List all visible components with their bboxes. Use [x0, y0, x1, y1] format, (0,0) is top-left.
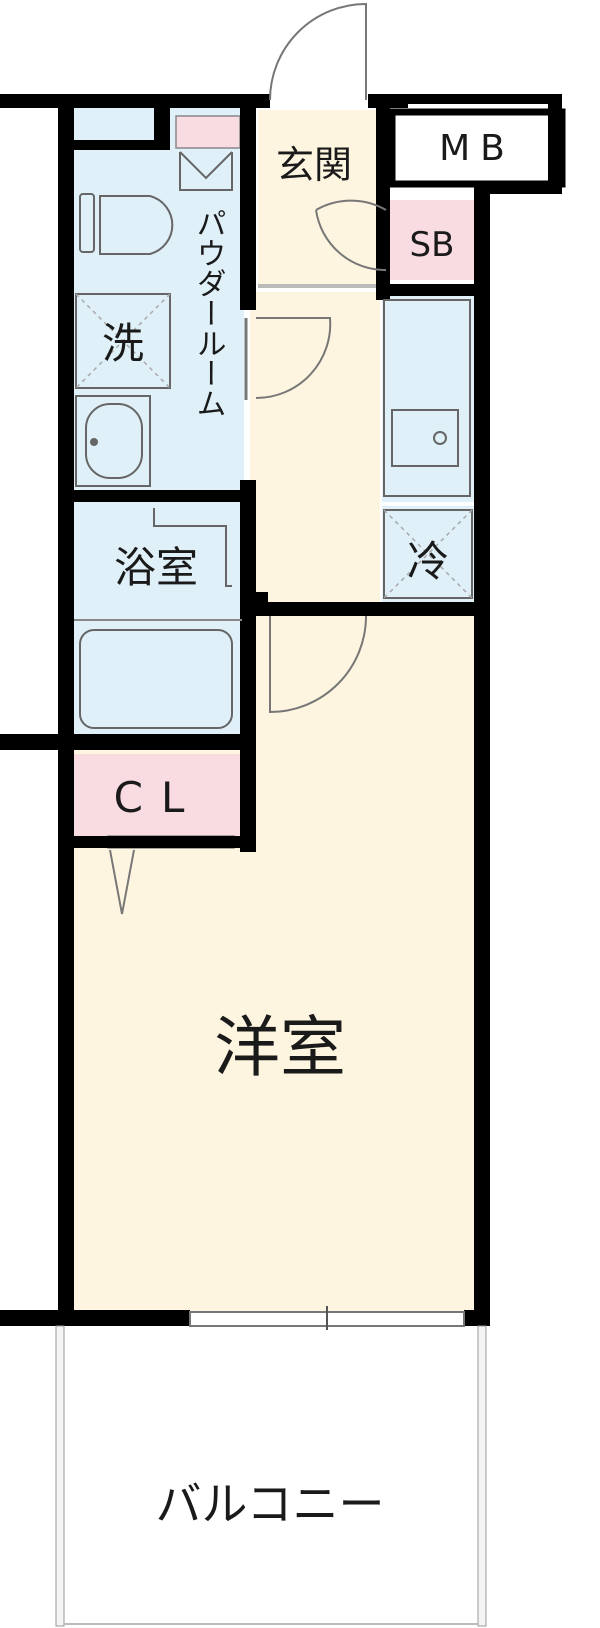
closet-floor [72, 754, 244, 836]
wash-basin-counter [75, 395, 151, 487]
wall-bottom-left [0, 1310, 190, 1326]
kitchen-sink-drain [433, 431, 447, 445]
wash-basin-drain [90, 438, 98, 446]
room-door-swing [269, 615, 367, 714]
wall-hall-left [256, 592, 268, 612]
sb-label: SB [410, 225, 455, 265]
wall-left [58, 94, 74, 1326]
toilet-tank [79, 193, 95, 253]
kitchen-counter [383, 299, 471, 497]
washer-pan-diag2 [75, 293, 171, 389]
balcony-label: バルコニー [155, 1477, 384, 1531]
washer-label: 洗 [102, 319, 144, 368]
wall-closet-bottom [74, 836, 256, 848]
hall-floor [250, 292, 380, 614]
wall-bath-right [240, 480, 256, 852]
bath-door-fold [153, 508, 232, 587]
wall-top-slot-bar [74, 140, 170, 150]
wall-top-left [0, 94, 270, 108]
wall-right [474, 184, 490, 1326]
powder-room-floor [72, 108, 244, 494]
toilet-bowl [99, 195, 174, 255]
wall-kitchen-top [376, 284, 480, 296]
entrance-door-swing [269, 2, 367, 101]
closet-label: CL [114, 773, 203, 822]
balcony-left-rail [55, 1325, 65, 1627]
wall-powder-bath [74, 490, 244, 502]
bathtub [79, 629, 233, 729]
closet-door-swing [109, 849, 135, 915]
wall-entrance-right [376, 104, 390, 300]
wall-top-mb [400, 94, 562, 104]
entrance-floor [258, 110, 390, 286]
powder-hanger [179, 151, 233, 191]
washer-pan [75, 293, 171, 389]
powder-vent [175, 115, 241, 149]
wall-hall-bottom [256, 602, 490, 616]
wall-right-top [474, 184, 562, 194]
sb-floor [390, 200, 474, 280]
wash-basin-bowl [85, 403, 143, 479]
fridge-label: 冷 [407, 537, 449, 586]
kitchen-sink [391, 409, 459, 467]
sb-door-swing [315, 199, 387, 272]
wall-mb-right [548, 94, 562, 190]
fridge-space [383, 509, 473, 599]
mb-label: MB [439, 128, 515, 169]
wall-top-slot [154, 104, 170, 148]
bathroom-label: 浴室 [114, 543, 198, 592]
western-room-label: 洋室 [214, 1009, 346, 1086]
bathroom-floor [72, 500, 244, 736]
balcony-right-rail [477, 1325, 487, 1627]
entrance-label: 玄関 [276, 143, 352, 187]
wall-powder-right [240, 104, 256, 310]
wall-left-stub [0, 734, 74, 750]
powder-room-label: パウダールーム [191, 208, 226, 418]
wall-bottom-right [464, 1310, 490, 1326]
entrance-step-line [258, 284, 388, 288]
powder-door-swing [255, 317, 332, 400]
kitchen-floor [382, 296, 476, 502]
wall-bath-closet [74, 734, 256, 750]
